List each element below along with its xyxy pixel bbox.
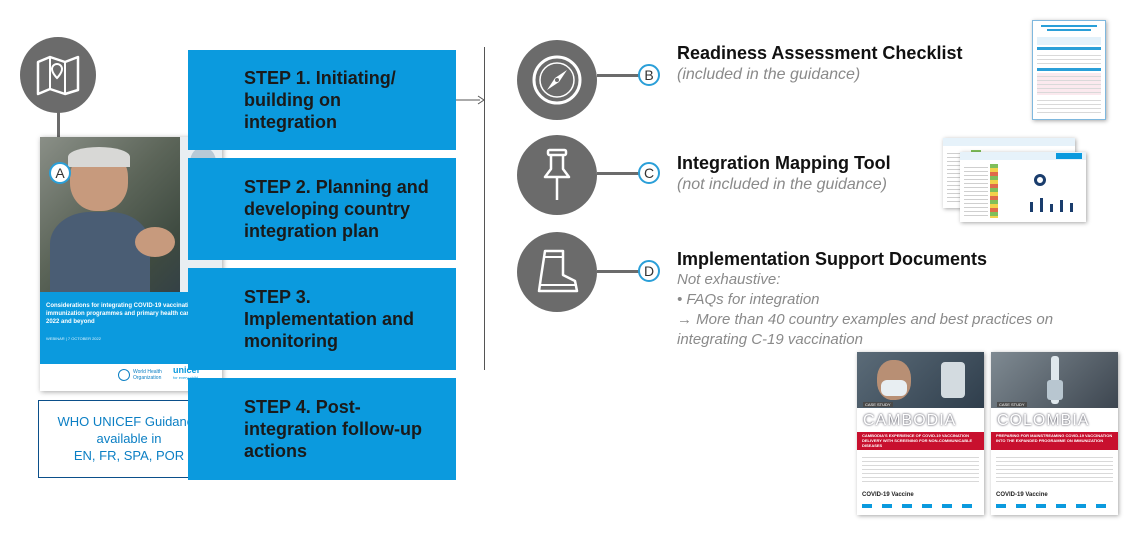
badge-c: C [638, 162, 660, 184]
connector-b [597, 74, 639, 77]
tool-d-arrow-line2: integrating C-19 vaccination [677, 331, 863, 348]
step-3-box: STEP 3. Implementation and monitoring [188, 268, 456, 370]
step-3-label: STEP 3. Implementation and monitoring [244, 287, 415, 351]
tool-d-title: Implementation Support Documents [677, 249, 988, 269]
connector-c [597, 172, 639, 175]
checklist-thumbnail [1032, 20, 1106, 120]
cambodia-footer: COVID-19 Vaccine [862, 492, 914, 498]
cambodia-headline: CAMBODIA'S EXPERIENCE OF COVID-19 VACCIN… [862, 433, 973, 448]
colombia-footer: COVID-19 Vaccine [996, 492, 1048, 498]
map-icon-circle [20, 37, 96, 113]
case-study-cambodia: CASE STUDY CAMBODIA CAMBODIA'S EXPERIENC… [857, 352, 984, 515]
cover-title: Considerations for integrating COVID-19 … [46, 303, 209, 325]
step-4-label: STEP 4. Post-integration follow-up actio… [244, 397, 422, 461]
step-1-box: STEP 1. Initiating/ building on integrat… [188, 50, 456, 150]
colombia-country: COLOMBIA [997, 412, 1090, 429]
colombia-headline: PREPARING FOR MAINSTREAMING COVID-19 VAC… [996, 433, 1113, 443]
tool-d-arrow-line1: → More than 40 country examples and best… [677, 311, 1054, 328]
tool-b-title: Readiness Assessment Checklist [677, 43, 963, 63]
cambodia-photo [857, 352, 984, 408]
connector-d [597, 270, 639, 273]
map-icon [36, 55, 80, 96]
tool-b-subtitle: (included in the guidance) [677, 66, 861, 83]
arrow-right-icon [456, 95, 485, 105]
step-1-label: STEP 1. Initiating/ building on integrat… [244, 68, 396, 132]
badge-a: A [49, 162, 71, 184]
mapping-tool-thumbnail-front [960, 152, 1086, 222]
tool-c-title: Integration Mapping Tool [677, 153, 891, 173]
badge-b: B [638, 64, 660, 86]
case-study-colombia: CASE STUDY COLOMBIA PREPARING FOR MAINST… [991, 352, 1118, 515]
step-2-label: STEP 2. Planning and developing country … [244, 177, 429, 241]
unicef-logo: unicef for every child [173, 365, 200, 380]
compass-icon-circle [517, 40, 597, 120]
vertical-divider [484, 47, 485, 370]
cover-date: WEBINAR | 7 OCTOBER 2022 [46, 336, 101, 341]
step-4-box: STEP 4. Post-integration follow-up actio… [188, 378, 456, 480]
colombia-photo [991, 352, 1118, 408]
guidance-availability-box: WHO UNICEF Guidance available in EN, FR,… [38, 400, 220, 478]
badge-d: D [638, 260, 660, 282]
step-2-box: STEP 2. Planning and developing country … [188, 158, 456, 260]
who-emblem-icon [118, 369, 130, 381]
who-logo: World Health Organization [118, 369, 173, 381]
boot-icon-circle [517, 232, 597, 312]
cambodia-country: CAMBODIA [863, 412, 957, 429]
compass-icon [532, 55, 582, 105]
pushpin-icon [543, 148, 571, 200]
boot-icon [537, 249, 579, 293]
pushpin-icon-circle [517, 135, 597, 215]
tool-d-bullet: • FAQs for integration [677, 291, 820, 308]
tool-c-subtitle: (not included in the guidance) [677, 176, 887, 193]
tool-d-note: Not exhaustive: [677, 271, 781, 288]
